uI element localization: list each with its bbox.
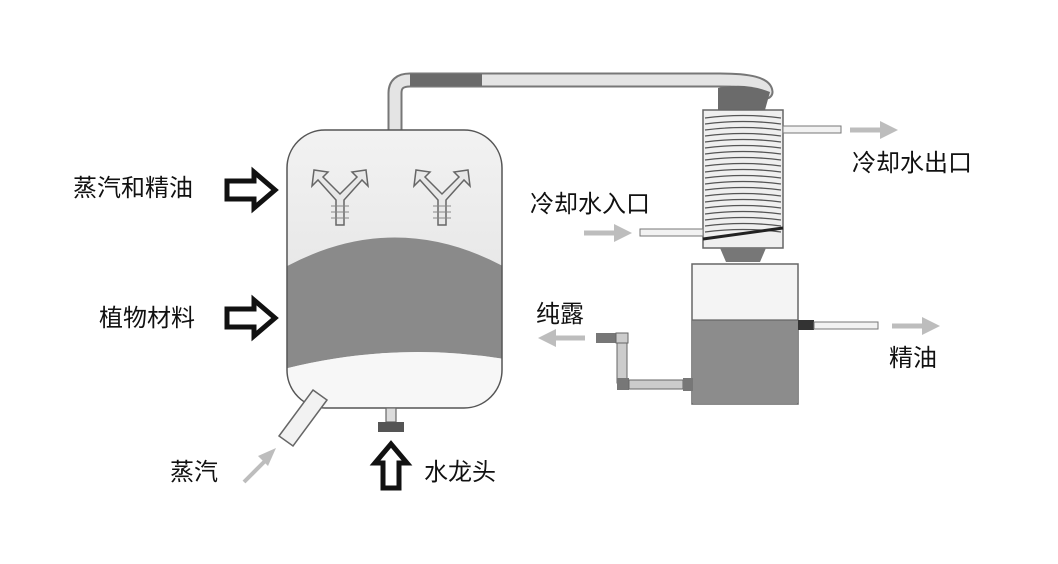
arrow-faucet-up <box>369 440 413 491</box>
steam-inlet-pipe <box>277 388 329 448</box>
faucet <box>378 407 404 432</box>
coil-turn <box>704 144 782 149</box>
coil-turn <box>704 222 782 227</box>
arrow-essential-oil-out <box>892 317 940 335</box>
coil-turn <box>704 162 782 167</box>
coil-turn <box>704 216 782 221</box>
label-plant-material: 植物材料 <box>99 304 195 332</box>
arrow-steam-and-oil <box>224 166 279 214</box>
condenser-cap <box>718 85 770 110</box>
pipe-dark-segment <box>410 74 482 86</box>
coil-turn <box>704 138 782 143</box>
coil-turn <box>704 180 782 185</box>
condenser-outlet <box>720 248 766 262</box>
oil-separator <box>691 263 879 405</box>
label-hydrosol: 纯露 <box>536 300 584 328</box>
coil-turn <box>704 114 782 119</box>
label-steam-and-oil: 蒸汽和精油 <box>73 174 193 202</box>
cooling-water-pipes <box>639 125 842 237</box>
label-essential-oil: 精油 <box>889 344 937 372</box>
coil-turn <box>704 174 782 179</box>
coil-turn <box>704 132 782 137</box>
coil-turns <box>704 114 782 233</box>
condenser-coil <box>702 109 784 262</box>
coil-turn <box>704 186 782 191</box>
arrow-hydrosol-out <box>538 329 585 347</box>
coil-turn <box>704 150 782 155</box>
arrow-plant-material <box>224 294 279 342</box>
hydrosol-pipe <box>596 332 693 391</box>
label-faucet: 水龙头 <box>424 458 496 486</box>
arrow-cooling-water-in <box>584 224 632 242</box>
steam-diffuser-right <box>412 169 472 226</box>
steam-diffuser-left <box>310 169 370 226</box>
coil-turn <box>704 156 782 161</box>
coil-turn <box>704 198 782 203</box>
coil-turn <box>704 204 782 209</box>
label-steam: 蒸汽 <box>170 458 218 486</box>
coil-turn <box>704 120 782 125</box>
label-cooling-water-inlet: 冷却水入口 <box>530 190 650 218</box>
vapor-pipe <box>387 72 774 140</box>
coil-turn <box>704 168 782 173</box>
separated-oil-layer <box>693 320 797 403</box>
plant-material-layer <box>287 237 502 370</box>
arrow-steam-in <box>242 448 276 484</box>
oil-outlet-valve <box>798 320 814 330</box>
label-cooling-water-outlet: 冷却水出口 <box>852 149 972 177</box>
coil-turn <box>704 192 782 197</box>
coil-turn <box>704 126 782 131</box>
arrow-cooling-water-out <box>850 121 898 139</box>
coil-turn <box>704 210 782 215</box>
coil-turn <box>704 228 782 233</box>
